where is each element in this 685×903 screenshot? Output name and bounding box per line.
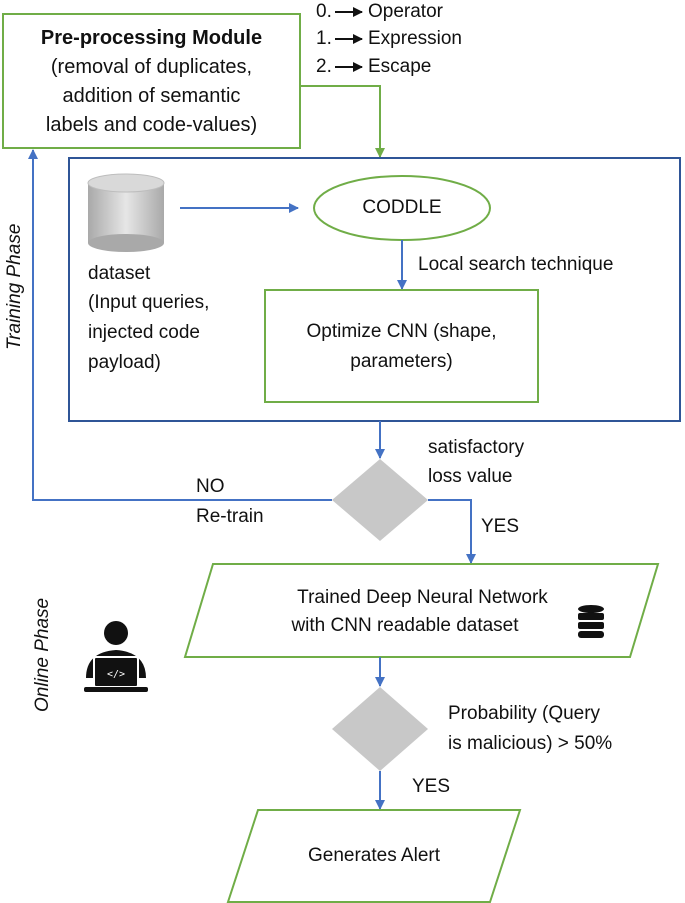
online-phase-label: Online Phase [32,597,53,712]
user-laptop-icon: </> [84,621,148,692]
legend-code-1: 1. [316,28,332,49]
database-icon [578,605,604,638]
optimize-line2: parameters) [350,351,453,372]
coddle-label: CODDLE [362,197,442,218]
dataset-line3: injected code [88,322,200,343]
preprocessing-box [2,13,301,149]
legend-code-0: 0. [316,1,332,22]
retrain-loop-arrow [28,149,332,501]
legend-code-2: 2. [316,56,332,77]
optimize-box [264,289,539,403]
dataset-line2: (Input queries, [88,292,210,313]
trained-line2: with CNN readable dataset [291,615,519,636]
training-box [68,157,681,422]
decision-yes-arrow [428,499,476,564]
preprocessing-line2: addition of semantic [62,85,241,107]
preprocessing-arrow [300,85,385,158]
legend-label-1: Expression [368,28,462,49]
dataset-cylinder-icon [87,173,165,252]
decision-loss-line1: satisfactory [428,437,525,458]
local-search-label: Local search technique [418,254,614,275]
svg-text:</>: </> [107,669,125,680]
preprocessing-title: Pre-processing Module [40,27,263,49]
training-phase-label: Training Phase [4,223,25,350]
dataset-label: dataset [88,263,151,284]
legend-label-2: Escape [368,56,432,77]
trained-line1: Trained Deep Neural Network [297,587,548,608]
no-label: NO [196,476,225,497]
decision-prob-line1: Probability (Query [448,703,601,724]
yes-label-1: YES [481,516,520,537]
decision-loss-line2: loss value [428,466,513,487]
preprocessing-line1: (removal of duplicates, [50,56,253,78]
alert-label: Generates Alert [307,845,441,866]
retrain-label: Re-train [196,506,264,527]
decision-probability-diamond [332,687,428,771]
dataset-line4: payload) [88,352,161,373]
trained-network-box [183,563,660,658]
decision-prob-line2: is malicious) > 50% [448,733,613,754]
optimize-line1: Optimize CNN (shape, [306,321,497,342]
yes-label-2: YES [412,776,451,797]
alert-box [226,809,522,903]
decision-loss-diamond [332,459,428,541]
legend-label-0: Operator [368,1,443,22]
preprocessing-line3: labels and code-values) [45,114,258,136]
